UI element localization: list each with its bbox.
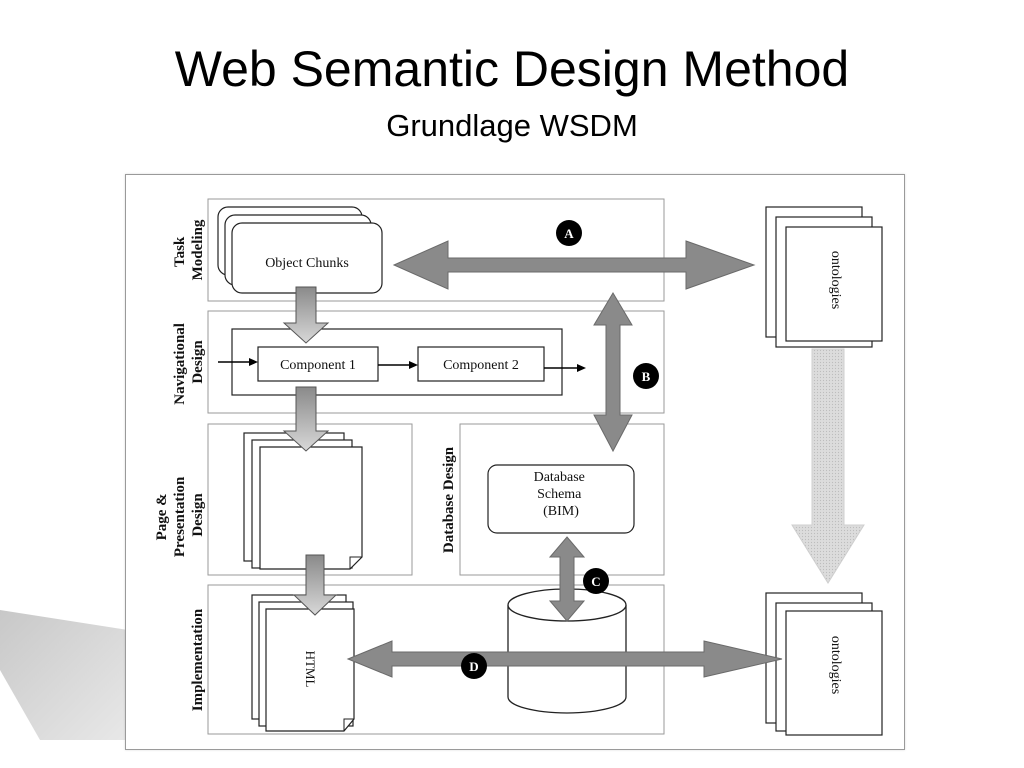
object-chunks-label: Object Chunks [265, 256, 349, 271]
down-arrow-page-to-html [292, 554, 338, 616]
double-arrow-d [346, 640, 783, 678]
phase-label-database-design: Database Design [441, 446, 457, 553]
html-page-stack: HTML [251, 594, 355, 732]
slide-title: Web Semantic Design Method [174, 41, 850, 97]
page-stack [243, 432, 363, 570]
double-arrow-c [548, 536, 586, 622]
svg-text:D: D [469, 659, 478, 674]
component-2-box [417, 346, 545, 382]
phase-label-page-presentation-design: Page & Presentation Design [154, 473, 206, 557]
decorative-shadow [0, 610, 128, 740]
double-arrow-a [392, 240, 756, 290]
double-arrow-b [593, 292, 633, 453]
ontologies-top-stack: ontologies [765, 206, 883, 348]
slide-subtitle: Grundlage WSDM [386, 108, 638, 143]
navigation-flow-arrows [218, 358, 586, 372]
object-chunks-stack: Object Chunks [217, 206, 383, 294]
marker-a: A [556, 220, 582, 246]
navigational-design-frame [207, 310, 665, 414]
database-schema-box [487, 464, 635, 534]
down-arrow-object-chunks-to-component [282, 286, 330, 344]
task-modeling-frame [207, 198, 665, 302]
marker-d: D [461, 653, 487, 679]
marker-b: B [633, 363, 659, 389]
svg-text:B: B [642, 369, 651, 384]
wsdm-diagram: Task Modeling Navigational Design Page &… [125, 174, 905, 750]
ontologies-bottom-stack: ontologies [765, 592, 883, 736]
database-schema-label: Database Schema (BIM) [534, 470, 589, 519]
marker-c: C [583, 568, 609, 594]
phase-label-task-modeling: Task Modeling [172, 219, 206, 280]
phase-label-implementation: Implementation [190, 608, 206, 711]
down-arrow-component-to-page [282, 386, 330, 452]
component-2-label: Component 2 [443, 358, 519, 373]
component-1-label: Component 1 [280, 358, 356, 373]
ontologies-top-label: ontologies [828, 251, 843, 309]
phase-label-navigational-design: Navigational Design [172, 319, 206, 404]
wsdm-diagram-svg: Task Modeling Navigational Design Page &… [154, 198, 883, 736]
down-arrow-ontologies [791, 348, 865, 584]
component-1-box [257, 346, 379, 382]
html-label: HTML [303, 651, 318, 688]
svg-text:A: A [564, 226, 574, 241]
ontologies-bottom-label: ontologies [828, 636, 843, 694]
svg-text:C: C [591, 574, 600, 589]
